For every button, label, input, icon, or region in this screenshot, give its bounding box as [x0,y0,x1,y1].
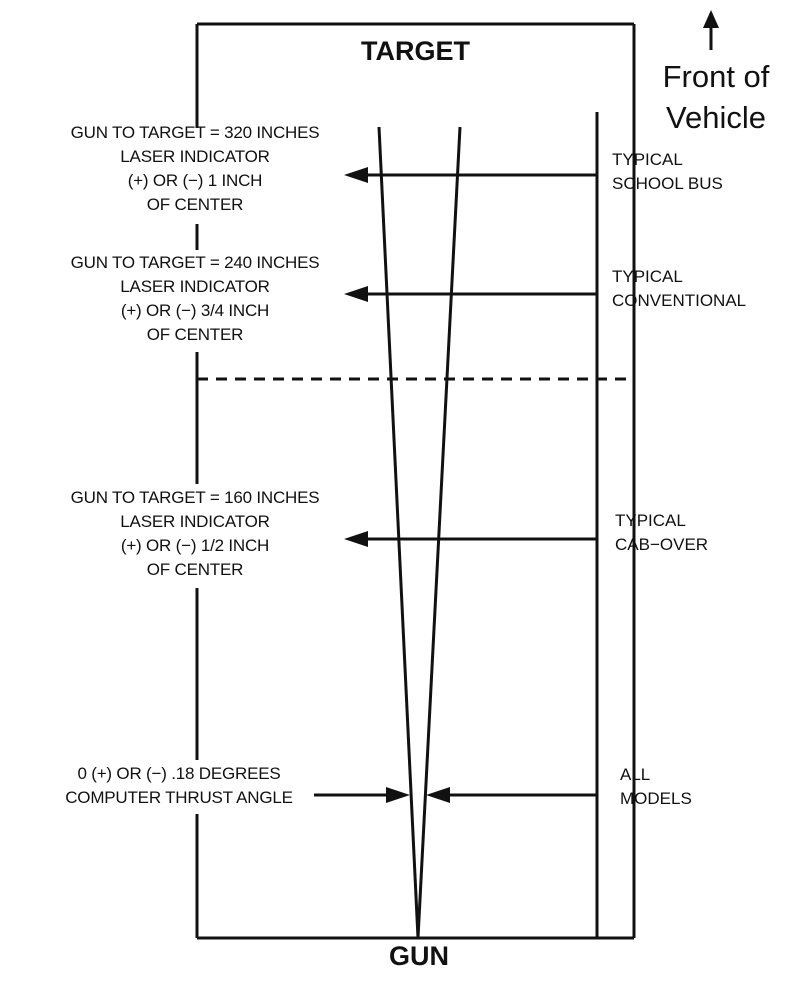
front-line2: Vehicle [666,100,766,135]
distance-line: (+) OR (−) 1/2 INCH [120,536,270,555]
front-line1: Front of [662,59,770,94]
distance-line: GUN TO TARGET = 240 INCHES [70,253,320,272]
distance-line: GUN TO TARGET = 320 INCHES [70,123,320,142]
gun-label: GUN [389,941,449,971]
target-label: TARGET [361,36,470,66]
thrust-line: 0 (+) OR (−) .18 DEGREES [77,764,281,783]
vehicle-line: ALL [620,765,651,784]
arrowhead-cab-over [344,531,368,547]
vehicle-line: TYPICAL [612,150,683,169]
thrust-angle-label: 0 (+) OR (−) .18 DEGREES COMPUTER THRUST… [14,762,344,810]
vehicle-label-conventional: TYPICAL CONVENTIONAL [612,265,746,313]
distance-line: GUN TO TARGET = 160 INCHES [70,488,320,507]
laser-beam-left [377,126,420,939]
distance-line: LASER INDICATOR [120,147,270,166]
arrowhead-school-bus [344,167,368,183]
arrowhead-conventional [344,286,368,302]
vehicle-label-cab-over: TYPICAL CAB−OVER [615,509,708,557]
distance-line: OF CENTER [146,195,244,214]
thrust-line: COMPUTER THRUST ANGLE [65,788,293,807]
arrowhead-thrust-right [426,787,450,803]
distance-line: OF CENTER [146,560,244,579]
laser-beam-right [416,126,462,939]
vehicle-line: TYPICAL [615,511,686,530]
distance-label-320: GUN TO TARGET = 320 INCHES LASER INDICAT… [22,121,368,217]
vehicle-label-all-models: ALL MODELS [620,763,692,811]
front-of-vehicle-label: Front of Vehicle [654,56,778,138]
distance-line: LASER INDICATOR [120,512,270,531]
distance-line: OF CENTER [146,325,244,344]
arrowhead-thrust-left [386,787,410,803]
distance-line: LASER INDICATOR [120,277,270,296]
vehicle-line: TYPICAL [612,267,683,286]
vehicle-line: CAB−OVER [615,535,709,554]
vehicle-line: SCHOOL BUS [612,174,723,193]
distance-label-160: GUN TO TARGET = 160 INCHES LASER INDICAT… [22,486,368,582]
vehicle-line: CONVENTIONAL [612,291,747,310]
distance-line: (+) OR (−) 1 INCH [127,171,263,190]
vehicle-label-school-bus: TYPICAL SCHOOL BUS [612,148,723,196]
front-arrow-icon [703,10,719,28]
distance-label-240: GUN TO TARGET = 240 INCHES LASER INDICAT… [22,251,368,347]
distance-line: (+) OR (−) 3/4 INCH [120,301,270,320]
vehicle-line: MODELS [620,789,692,808]
